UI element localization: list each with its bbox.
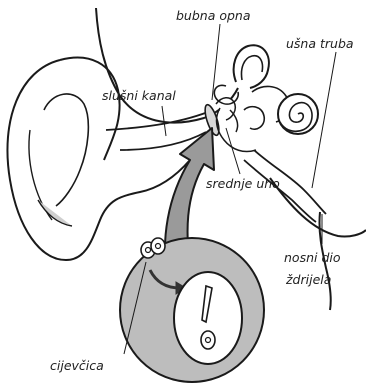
label-srednje-uho: srednje uho bbox=[206, 178, 280, 191]
label-zdrijela: ždrijela bbox=[286, 274, 331, 287]
label-usna-truba: ušna truba bbox=[286, 38, 354, 51]
label-slusni-kanal: slušni kanal bbox=[102, 90, 176, 103]
label-cjevcica: cijevčica bbox=[50, 360, 104, 373]
label-nosni-dio: nosni dio bbox=[284, 252, 341, 265]
label-bubna-opna: bubna opna bbox=[176, 10, 251, 23]
inset-eardrum bbox=[174, 272, 242, 364]
inset-grommet-hole bbox=[206, 338, 211, 343]
inner-ear bbox=[214, 45, 318, 134]
jaw-line bbox=[270, 178, 366, 237]
leader-srednje-uho bbox=[226, 128, 240, 174]
middle-ear-ossicles bbox=[216, 98, 256, 152]
